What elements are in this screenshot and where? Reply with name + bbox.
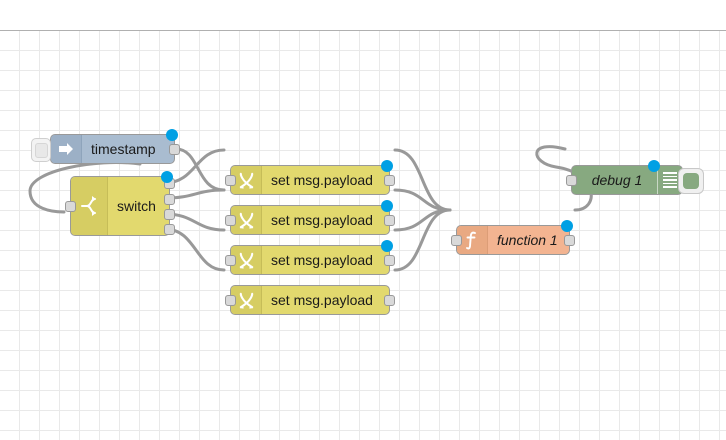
function-f-glyph <box>466 231 476 250</box>
debug-line <box>663 172 677 174</box>
node-label-change-3: set msg.payload <box>271 252 373 268</box>
debug-line <box>663 175 677 178</box>
inject-arrow-glyph <box>59 143 73 155</box>
node-layer: timestamp switch <box>0 31 726 440</box>
inject-trigger-button[interactable] <box>31 138 51 162</box>
port-in-change-2[interactable] <box>225 215 236 226</box>
port-in-change-4[interactable] <box>225 295 236 306</box>
node-function-1[interactable]: function 1 <box>451 220 575 255</box>
port-in-function-1[interactable] <box>451 235 462 246</box>
node-label-function-1: function 1 <box>497 232 558 248</box>
port-out-switch-2[interactable] <box>164 209 175 220</box>
inject-arrow-icon <box>51 135 82 163</box>
debug-line <box>663 179 677 181</box>
status-dot-switch <box>161 171 173 183</box>
change-swap-icon <box>231 286 262 314</box>
change-swap-glyph <box>239 292 253 309</box>
change-swap-icon <box>231 166 262 194</box>
switch-branch-glyph <box>81 196 96 216</box>
node-debug-1[interactable]: debug 1 <box>566 160 704 195</box>
port-out-change-4[interactable] <box>384 295 395 306</box>
port-out-switch-3[interactable] <box>164 224 175 235</box>
status-dot-change-1 <box>381 160 393 172</box>
inject-button-pad <box>34 142 48 158</box>
port-out-change-1[interactable] <box>384 175 395 186</box>
debug-line <box>663 186 677 188</box>
status-dot-inject <box>166 129 178 141</box>
status-dot-function-1 <box>561 220 573 232</box>
port-in-change-3[interactable] <box>225 255 236 266</box>
node-label-inject: timestamp <box>91 141 156 157</box>
node-inject-timestamp[interactable]: timestamp <box>31 129 180 164</box>
status-dot-change-3 <box>381 240 393 252</box>
node-change-1[interactable]: set msg.payload <box>225 160 395 195</box>
port-out-change-2[interactable] <box>384 215 395 226</box>
node-change-4[interactable]: set msg.payload <box>225 285 395 315</box>
change-swap-glyph <box>239 172 253 189</box>
node-label-debug-1: debug 1 <box>591 172 643 188</box>
debug-toggle-indicator <box>683 173 699 189</box>
debug-line <box>663 182 677 185</box>
node-label-switch: switch <box>117 198 156 214</box>
debug-lines-icon <box>657 166 682 194</box>
change-swap-glyph <box>239 252 253 269</box>
port-out-inject-0[interactable] <box>169 144 180 155</box>
debug-tail <box>657 166 682 194</box>
change-swap-icon <box>231 206 262 234</box>
change-swap-glyph <box>239 212 253 229</box>
switch-branch-icon <box>71 177 108 235</box>
port-out-change-3[interactable] <box>384 255 395 266</box>
port-out-switch-1[interactable] <box>164 194 175 205</box>
node-label-change-4: set msg.payload <box>271 292 373 308</box>
port-out-function-1[interactable] <box>564 235 575 246</box>
editor-header-strip <box>0 0 726 31</box>
node-label-change-2: set msg.payload <box>271 212 373 228</box>
debug-enable-toggle-button[interactable] <box>678 168 704 194</box>
status-dot-debug-1 <box>648 160 660 172</box>
node-label-change-1: set msg.payload <box>271 172 373 188</box>
flow-canvas[interactable]: timestamp switch <box>0 31 726 440</box>
function-f-icon <box>457 226 488 254</box>
node-change-3[interactable]: set msg.payload <box>225 240 395 275</box>
port-in-switch[interactable] <box>65 201 76 212</box>
port-in-debug-1[interactable] <box>566 175 577 186</box>
node-switch[interactable]: switch <box>65 171 175 236</box>
node-change-2[interactable]: set msg.payload <box>225 200 395 235</box>
status-dot-change-2 <box>381 200 393 212</box>
port-in-change-1[interactable] <box>225 175 236 186</box>
change-swap-icon <box>231 246 262 274</box>
